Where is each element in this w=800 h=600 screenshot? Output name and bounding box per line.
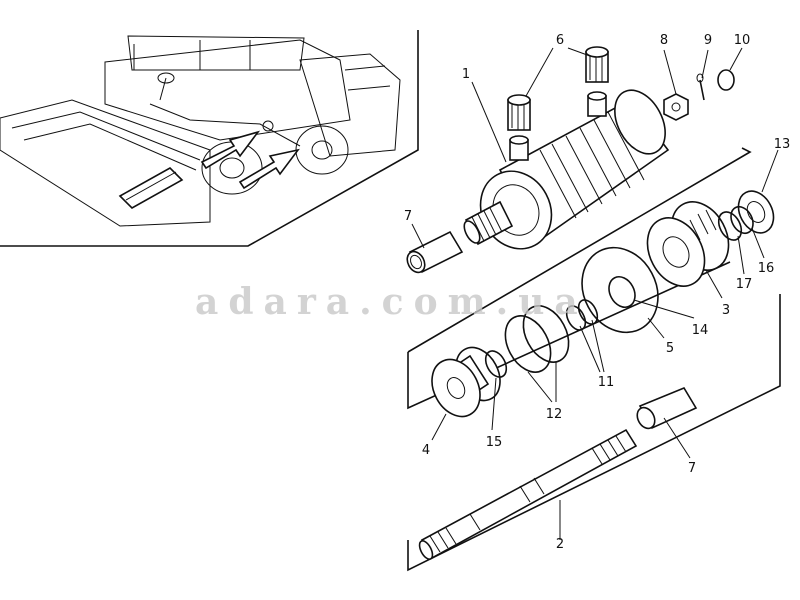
inset-arrow-lower	[238, 148, 300, 190]
callout-12: 12	[546, 407, 563, 422]
combine-harvester-sketch	[0, 35, 401, 227]
small-o-ring	[717, 69, 735, 91]
piston-o-ring-pair	[504, 305, 570, 373]
retaining-ring	[581, 246, 659, 334]
leader-lines	[411, 47, 779, 540]
piston-rod	[418, 428, 638, 560]
rod-seal	[730, 205, 754, 235]
cylinder-barrel	[479, 89, 670, 250]
callout-7-upper: 7	[404, 209, 412, 224]
protective-sleeve-lower	[636, 386, 698, 430]
watermark: adara.com.ua	[195, 281, 588, 323]
callout-1: 1	[462, 67, 470, 82]
cotter-pin	[696, 73, 705, 101]
piston-rod-seal	[484, 350, 508, 378]
callout-15: 15	[486, 435, 503, 450]
port-plug-left	[507, 94, 531, 131]
callout-3: 3	[722, 303, 730, 318]
callout-13: 13	[774, 137, 791, 152]
callout-9: 9	[704, 33, 712, 48]
combine-inset-frame	[0, 30, 419, 247]
gland-o-ring	[717, 211, 743, 241]
callout-8: 8	[660, 33, 668, 48]
callout-2: 2	[556, 537, 564, 552]
castle-nut	[663, 93, 689, 121]
callout-17: 17	[736, 277, 753, 292]
piston-seal-pair	[565, 299, 599, 331]
washer	[608, 275, 636, 309]
callout-10: 10	[734, 33, 751, 48]
callout-4: 4	[422, 443, 430, 458]
callout-11: 11	[598, 375, 615, 390]
callout-14: 14	[692, 323, 709, 338]
protective-sleeve-upper	[406, 230, 464, 274]
port-plug-right	[585, 46, 609, 83]
parts-panel-frame	[407, 147, 781, 572]
piston	[431, 346, 501, 418]
callout-16: 16	[758, 261, 775, 276]
rod-wiper	[737, 190, 775, 234]
callout-6: 6	[556, 33, 564, 48]
callout-5: 5	[666, 341, 674, 356]
inset-arrow-upper	[200, 130, 261, 170]
callout-7-lower: 7	[688, 461, 696, 476]
gland-nut	[646, 201, 730, 287]
barrel-threaded-stub	[463, 200, 514, 246]
